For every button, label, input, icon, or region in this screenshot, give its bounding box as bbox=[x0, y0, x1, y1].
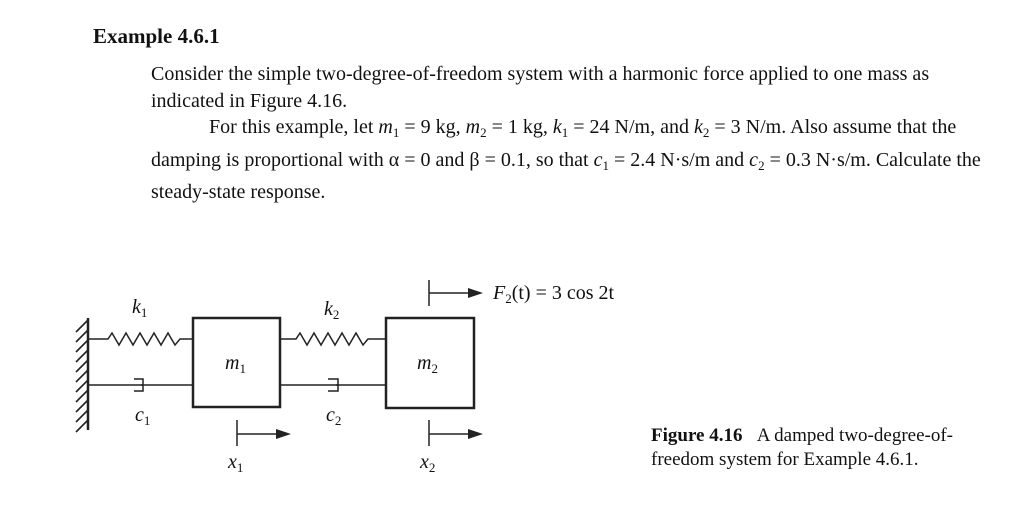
paragraph-intro: Consider the simple two-degree-of-freedo… bbox=[151, 63, 930, 112]
label-k1: k1 bbox=[132, 296, 148, 320]
spring-k1 bbox=[88, 331, 193, 347]
label-c1: c1 bbox=[135, 404, 151, 428]
figure-number: Figure 4.16 bbox=[651, 425, 743, 446]
damper-c2 bbox=[280, 378, 386, 392]
displacement-x1-arrow bbox=[236, 420, 291, 446]
example-heading: Example 4.6.1 bbox=[93, 24, 220, 48]
label-m2: m2 bbox=[417, 352, 438, 376]
label-x2: x2 bbox=[420, 451, 436, 475]
force-label: F2(t) = 3 cos 2t bbox=[493, 282, 615, 306]
mass-m2 bbox=[384, 316, 476, 410]
figure-caption-text: A damped two-degree-of-freedom system fo… bbox=[651, 425, 953, 470]
displacement-x2-arrow bbox=[428, 420, 483, 446]
paragraph-parameters: For this example, let m1 = 9 kg, m2 = 1 … bbox=[151, 116, 981, 203]
damper-c1 bbox=[88, 378, 193, 392]
figure-caption: Figure 4.16 A damped two-degree-of-freed… bbox=[651, 424, 981, 472]
spring-k2 bbox=[280, 331, 386, 347]
label-k2: k2 bbox=[324, 298, 340, 322]
label-x1: x1 bbox=[228, 451, 244, 475]
label-m1: m1 bbox=[225, 352, 246, 376]
mass-m1 bbox=[191, 316, 282, 409]
label-c2: c2 bbox=[326, 404, 342, 428]
wall-hatching bbox=[75, 319, 89, 433]
force-arrow bbox=[428, 280, 483, 306]
